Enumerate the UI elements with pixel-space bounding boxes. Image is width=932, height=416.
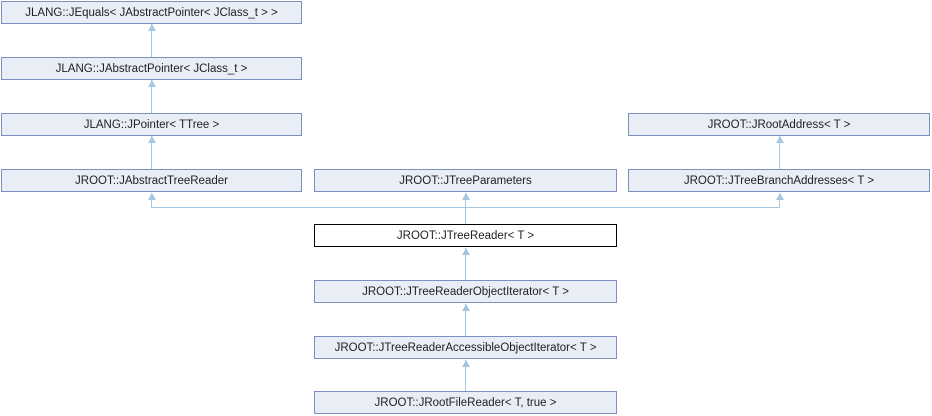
arrow-up-icon: [148, 136, 156, 143]
class-node-jtreereader-current: JROOT::JTreeReader< T >: [314, 224, 617, 247]
edge-line: [779, 193, 780, 208]
arrow-up-icon: [462, 304, 470, 311]
arrow-up-icon: [462, 193, 470, 200]
arrow-up-icon: [148, 24, 156, 31]
class-node-jabstractpointer[interactable]: JLANG::JAbstractPointer< JClass_t >: [1, 57, 302, 80]
edge-line: [151, 136, 152, 169]
arrow-up-icon: [148, 193, 156, 200]
class-node-jpointer[interactable]: JLANG::JPointer< TTree >: [1, 113, 302, 136]
edge-line: [465, 360, 466, 391]
class-node-jrootaddress[interactable]: JROOT::JRootAddress< T >: [628, 113, 930, 136]
class-node-jabstracttreereader[interactable]: JROOT::JAbstractTreeReader: [1, 169, 302, 192]
edge-line: [465, 304, 466, 336]
arrow-up-icon: [462, 360, 470, 367]
arrow-up-icon: [776, 193, 784, 200]
class-node-jtreebranchaddresses[interactable]: JROOT::JTreeBranchAddresses< T >: [628, 169, 930, 192]
arrow-up-icon: [462, 248, 470, 255]
class-node-jtreeparameters[interactable]: JROOT::JTreeParameters: [314, 169, 617, 192]
edge-line: [151, 80, 152, 113]
arrow-up-icon: [776, 136, 784, 143]
class-node-jequals[interactable]: JLANG::JEquals< JAbstractPointer< JClass…: [1, 1, 302, 24]
class-node-jtreereaderaccessibleobjectiterator[interactable]: JROOT::JTreeReaderAccessibleObjectIterat…: [314, 336, 617, 359]
edge-line: [465, 193, 466, 208]
edge-line: [151, 24, 152, 57]
edge-line: [465, 248, 466, 280]
class-node-jtreereaderobjectiterator[interactable]: JROOT::JTreeReaderObjectIterator< T >: [314, 280, 617, 303]
arrow-up-icon: [148, 80, 156, 87]
edge-line: [465, 207, 466, 224]
edge-line: [779, 136, 780, 169]
edge-line: [151, 193, 152, 208]
class-node-jrootfilereader[interactable]: JROOT::JRootFileReader< T, true >: [314, 391, 617, 414]
